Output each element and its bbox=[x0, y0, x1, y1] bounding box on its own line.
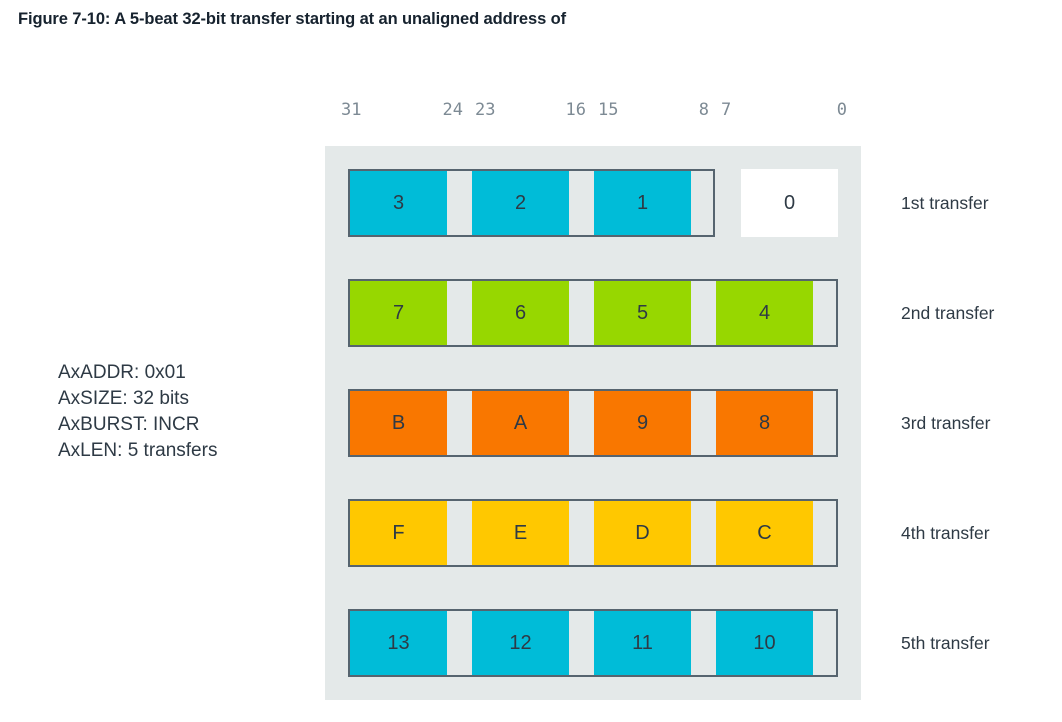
inactive-byte-lane: 0 bbox=[741, 169, 838, 237]
byte-lane-gap bbox=[447, 171, 472, 235]
bit-tick-7: 7 bbox=[721, 100, 732, 120]
transfer-diagram-panel: 3 2 1 0 7 6 5 4 B A 9 8 bbox=[325, 146, 861, 700]
byte-lane: 13 bbox=[350, 611, 447, 675]
param-axlen: AxLEN: 5 transfers bbox=[58, 440, 218, 461]
byte-lane-gap bbox=[447, 611, 472, 675]
byte-lane: F bbox=[350, 501, 447, 565]
byte-lane: C bbox=[716, 501, 813, 565]
figure-caption: Figure 7-10: A 5-beat 32-bit transfer st… bbox=[18, 10, 567, 28]
byte-lane: 12 bbox=[472, 611, 569, 675]
byte-lane: 3 bbox=[350, 171, 447, 235]
transfer-label-3rd: 3rd transfer bbox=[901, 413, 991, 433]
burst-lane-group: F E D C bbox=[348, 499, 838, 567]
byte-lane: B bbox=[350, 391, 447, 455]
burst-lane-group: 3 2 1 bbox=[348, 169, 715, 237]
byte-lane: 5 bbox=[594, 281, 691, 345]
byte-lane: 8 bbox=[716, 391, 813, 455]
transfer-row: B A 9 8 bbox=[348, 389, 838, 457]
byte-lane-gap bbox=[447, 391, 472, 455]
transfer-row: F E D C bbox=[348, 499, 838, 567]
bit-tick-24: 24 bbox=[442, 100, 463, 120]
byte-lane: D bbox=[594, 501, 691, 565]
byte-lane-gap bbox=[569, 171, 594, 235]
bit-tick-16: 16 bbox=[565, 100, 586, 120]
byte-lane-gap bbox=[691, 281, 716, 345]
bit-tick-23: 23 bbox=[475, 100, 496, 120]
byte-lane: A bbox=[472, 391, 569, 455]
byte-lane: E bbox=[472, 501, 569, 565]
byte-lane: 10 bbox=[716, 611, 813, 675]
byte-lane: 4 bbox=[716, 281, 813, 345]
burst-parameters: AxADDR: 0x01 AxSIZE: 32 bits AxBURST: IN… bbox=[58, 360, 217, 464]
byte-lane: 11 bbox=[594, 611, 691, 675]
byte-lane: 6 bbox=[472, 281, 569, 345]
byte-lane-gap bbox=[569, 391, 594, 455]
byte-lane-gap bbox=[447, 501, 472, 565]
burst-lane-group: B A 9 8 bbox=[348, 389, 838, 457]
byte-lane-gap bbox=[569, 281, 594, 345]
transfer-label-5th: 5th transfer bbox=[901, 633, 990, 653]
burst-lane-group: 13 12 11 10 bbox=[348, 609, 838, 677]
transfer-label-2nd: 2nd transfer bbox=[901, 303, 995, 323]
bit-tick-8: 8 bbox=[698, 100, 709, 120]
byte-lane-gap bbox=[569, 501, 594, 565]
transfer-label-4th: 4th transfer bbox=[901, 523, 990, 543]
byte-lane: 7 bbox=[350, 281, 447, 345]
byte-lane: 2 bbox=[472, 171, 569, 235]
bit-tick-31: 31 bbox=[341, 100, 362, 120]
bit-tick-15: 15 bbox=[598, 100, 619, 120]
byte-lane: 1 bbox=[594, 171, 691, 235]
bit-position-ruler: 31 24 23 16 15 8 7 0 bbox=[341, 100, 847, 126]
bit-tick-0: 0 bbox=[836, 100, 847, 120]
transfer-row: 7 6 5 4 bbox=[348, 279, 838, 347]
param-axsize: AxSIZE: 32 bits bbox=[58, 388, 189, 409]
byte-lane-gap bbox=[569, 611, 594, 675]
param-axburst: AxBURST: INCR bbox=[58, 414, 200, 435]
byte-lane-gap bbox=[691, 611, 716, 675]
transfer-row: 13 12 11 10 bbox=[348, 609, 838, 677]
burst-lane-group: 7 6 5 4 bbox=[348, 279, 838, 347]
transfer-label-1st: 1st transfer bbox=[901, 193, 989, 213]
byte-lane-gap bbox=[447, 281, 472, 345]
byte-lane-gap bbox=[691, 501, 716, 565]
transfer-row: 3 2 1 0 bbox=[348, 169, 838, 237]
byte-lane: 9 bbox=[594, 391, 691, 455]
byte-lane-gap bbox=[691, 391, 716, 455]
param-axaddr: AxADDR: 0x01 bbox=[58, 362, 186, 383]
